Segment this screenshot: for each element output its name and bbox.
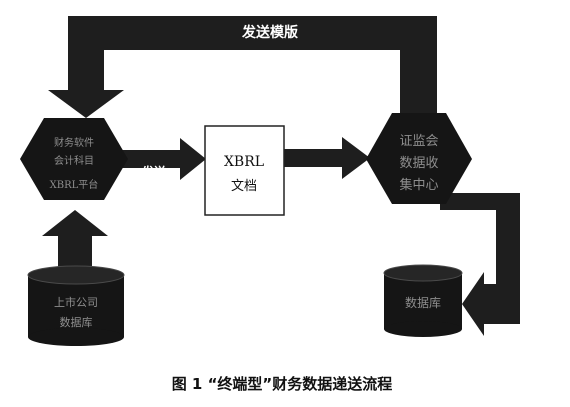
listed-company-database-line: 数据库 [60, 315, 93, 329]
database-to-platform-arrow [42, 210, 108, 276]
verify-store-arrow [440, 193, 520, 336]
xbrl-platform-line: 会计科目 [54, 154, 94, 167]
database-line: 数据库 [405, 295, 441, 310]
xbrl-document-line: 文档 [231, 179, 257, 194]
csrc-data-center-line: 集中心 [399, 177, 438, 193]
send-arrow [120, 138, 206, 180]
verify-store-char: 存 [524, 278, 537, 293]
xbrl-platform-line: XBRL平台 [50, 178, 99, 191]
verify-store-char: 验 [525, 193, 538, 208]
verify-store-char: 贮 [524, 256, 537, 271]
listed-company-database-node [27, 265, 125, 346]
xbrl-document-line: XBRL [224, 154, 264, 170]
csrc-data-center-node [366, 113, 472, 204]
document-to-center-arrow [284, 137, 370, 179]
top-feedback-arrow [48, 16, 437, 122]
csrc-data-center-line: 数据收 [399, 156, 438, 171]
xbrl-document-node [204, 125, 285, 216]
figure-caption: 图 1 “终端型”财务数据递送流程 [172, 375, 393, 393]
verify-store-char: 证 [525, 218, 537, 232]
top-feedback-label: 发送模版 [241, 24, 298, 41]
verify-store-char: 、 [525, 237, 537, 251]
listed-company-database-line: 上市公司 [54, 295, 98, 309]
csrc-data-center-line: 证监会 [399, 134, 438, 149]
xbrl-platform-line: 财务软件 [54, 136, 94, 149]
database-node [383, 264, 463, 337]
send-label: 发送 [141, 164, 167, 179]
xbrl-platform-node [20, 118, 128, 200]
